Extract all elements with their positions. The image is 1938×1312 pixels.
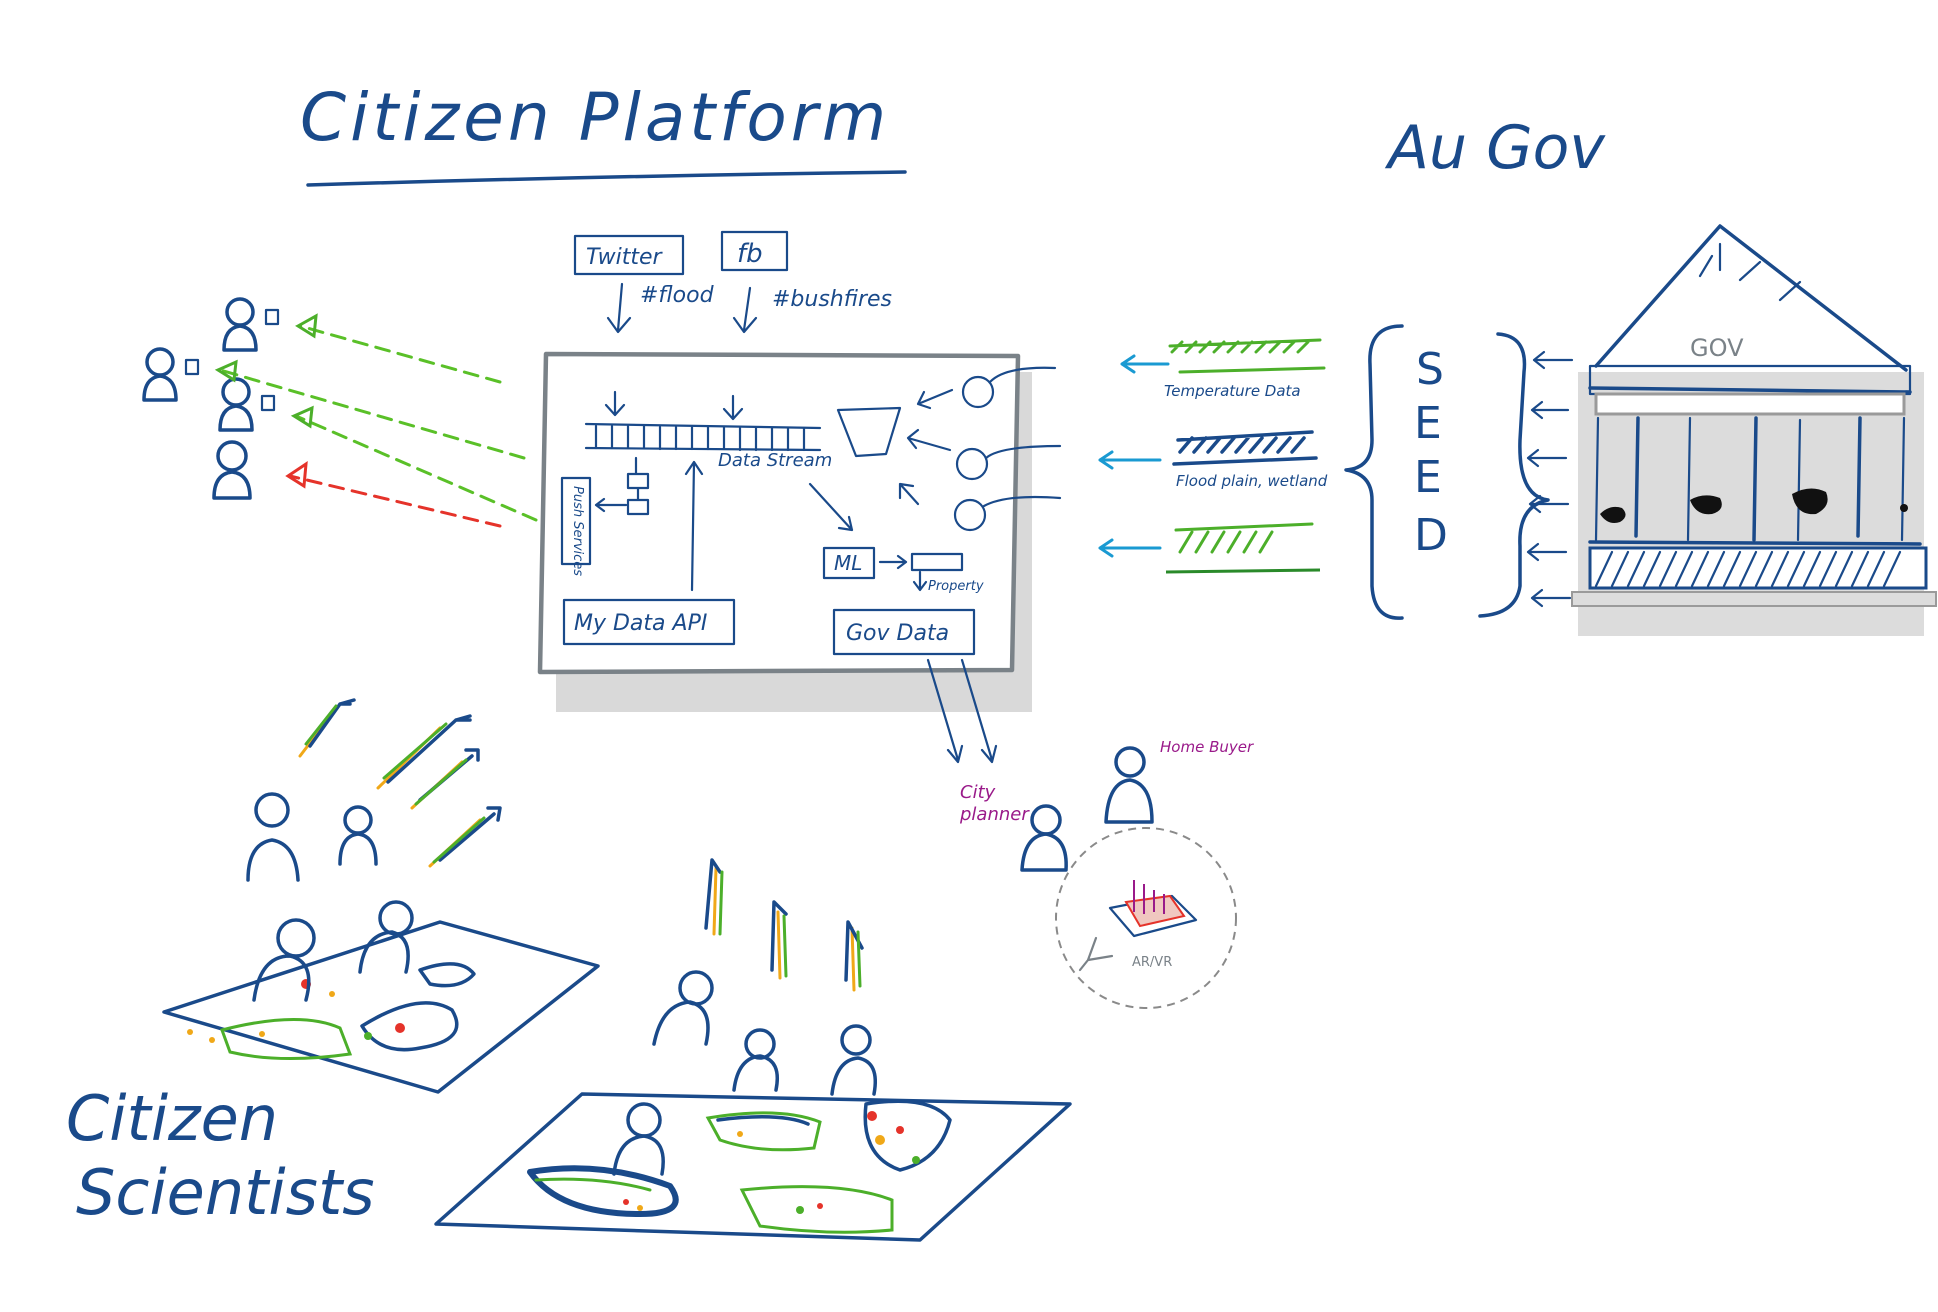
ar-vr-view	[1055, 827, 1237, 1009]
notified-people	[142, 297, 280, 500]
source-circle-3	[953, 498, 987, 532]
svg-text:Twitter: Twitter	[586, 245, 664, 270]
citizen-group-right	[612, 970, 877, 1176]
au-gov-title: Au Gov	[1384, 113, 1606, 183]
svg-text:My Data API: My Data API	[574, 611, 707, 636]
notification-line-1	[298, 324, 502, 384]
gov-data-box: Gov Data	[832, 608, 976, 656]
push-services-box: Push Services	[560, 476, 592, 576]
citizen-scientists-title-line2: Scientists	[76, 1156, 375, 1229]
gov-building-label: GOV	[1690, 334, 1744, 362]
svg-text:S: S	[1416, 344, 1444, 395]
svg-text:ML: ML	[834, 551, 862, 575]
citizen-group-left	[246, 792, 414, 1002]
property-box	[910, 552, 964, 572]
flood-plain-layer	[1098, 430, 1318, 470]
home-buyer-label: Home Buyer	[1160, 738, 1254, 756]
notification-line-2	[218, 368, 526, 460]
hashtag-flood: #flood	[640, 283, 715, 308]
svg-text:E: E	[1414, 398, 1442, 449]
svg-text:Push Services: Push Services	[570, 486, 585, 576]
ml-box: ML	[822, 546, 876, 580]
temperature-data-label: Temperature Data	[1164, 382, 1301, 400]
citizen-scientists-title-line1: Citizen	[66, 1082, 278, 1155]
svg-text:E: E	[1414, 452, 1442, 503]
flood-plain-label: Flood plain, wetland	[1176, 472, 1328, 490]
twitter-box: Twitter	[573, 234, 685, 276]
seed-right-brace	[1478, 332, 1550, 618]
temperature-data-layer	[1120, 338, 1326, 374]
source-circle-2	[955, 447, 989, 481]
svg-text:fb: fb	[737, 239, 763, 269]
upload-arrows-right	[704, 858, 864, 992]
funnel-icon	[836, 406, 902, 458]
property-label: Property	[928, 579, 984, 594]
notification-line-3	[294, 414, 538, 522]
government-building: GOV	[1571, 224, 1937, 636]
platform-panel	[537, 351, 1032, 712]
source-circle-1	[961, 375, 995, 409]
citizen-map-right	[434, 1092, 1072, 1242]
svg-text:D: D	[1414, 510, 1448, 561]
svg-text:Gov Data: Gov Data	[846, 621, 949, 646]
citizen-platform-title: Citizen Platform	[300, 79, 890, 156]
alert-line	[288, 474, 502, 528]
seed-letters: S E E D	[1414, 344, 1448, 561]
data-stream-label: Data Stream	[718, 450, 832, 471]
fb-arrow	[732, 286, 758, 334]
seed-left-brace	[1344, 324, 1404, 620]
city-planner-label-2: planner	[959, 804, 1030, 825]
city-planner-figure	[1020, 804, 1068, 872]
my-data-api-box: My Data API	[562, 598, 736, 646]
fb-box: fb	[720, 230, 789, 272]
hashtag-bushfires: #bushfires	[772, 287, 892, 312]
city-planner-label-1: City	[960, 782, 996, 803]
home-buyer-figure	[1104, 746, 1154, 824]
twitter-arrow	[606, 282, 632, 334]
ar-vr-label: AR/VR	[1132, 955, 1172, 970]
citizen-map-left	[162, 920, 600, 1094]
upload-arrows-left	[298, 698, 502, 868]
title-underline	[306, 170, 907, 187]
data-stream-bar	[584, 390, 822, 452]
third-data-layer	[1098, 522, 1321, 574]
